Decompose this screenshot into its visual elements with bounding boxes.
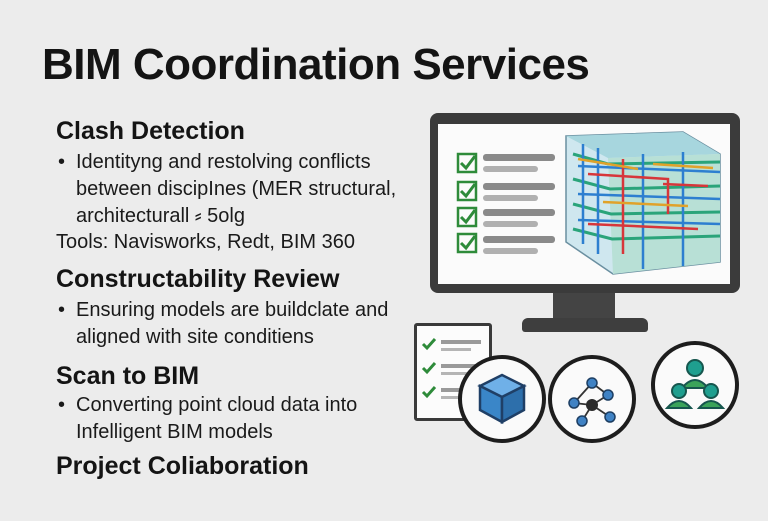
bullet-text: Identityng and restolving conflicts betw…	[76, 151, 397, 227]
checklist-icon	[456, 152, 555, 254]
bullet-dot: •	[58, 299, 66, 321]
section-heading-clash-detection: Clash Detection	[56, 117, 245, 145]
clash-view-illustration	[456, 131, 721, 275]
building-model-icon	[565, 131, 721, 275]
bullet-text: Ensuring models are buildclate and align…	[76, 299, 389, 348]
monitor-stand	[553, 293, 615, 321]
section-heading-project-collaboration: Project Coliaboration	[56, 452, 309, 480]
network-icon	[568, 377, 616, 427]
monitor-screen	[438, 124, 730, 284]
people-circle	[651, 341, 739, 429]
people-icon	[664, 359, 726, 409]
tools-text: Tools: Navisworks, Redt, BIM 360	[56, 231, 355, 253]
monitor-base	[522, 318, 648, 332]
section-heading-scan-to-bim: Scan to BIM	[56, 362, 200, 390]
section-heading-constructability-review: Constructability Review	[56, 265, 340, 293]
bullet-dot: •	[58, 151, 66, 173]
network-circle	[548, 355, 636, 443]
bullet-dot: •	[58, 394, 66, 416]
bullet-text: Converting point cloud data into Infelli…	[76, 394, 358, 443]
page-title: BIM Coordination Services	[42, 40, 590, 89]
cube-circle	[458, 355, 546, 443]
cube-icon	[477, 373, 527, 425]
